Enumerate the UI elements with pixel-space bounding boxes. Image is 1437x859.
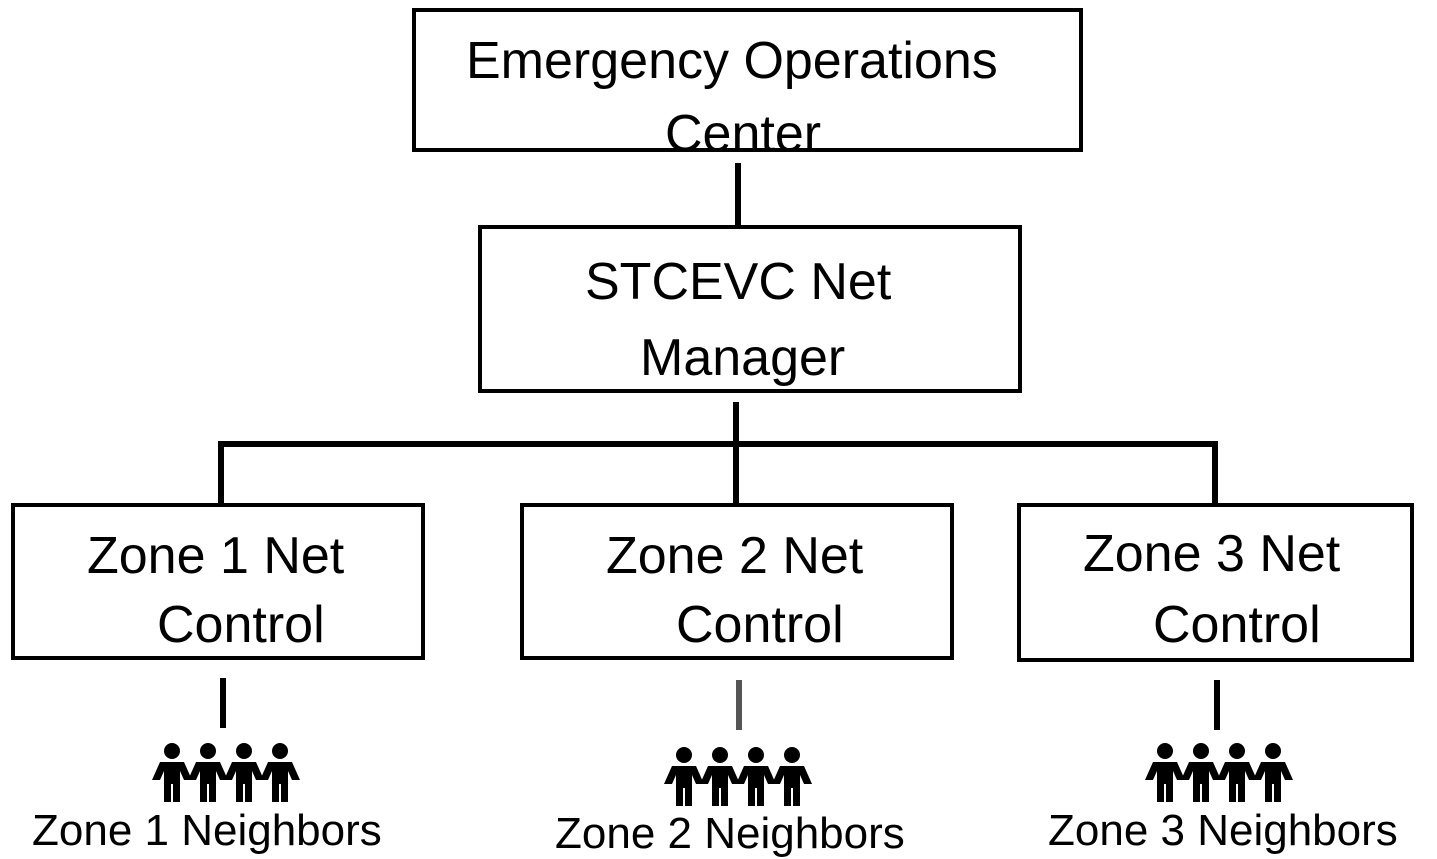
net-manager-line1: STCEVC Net xyxy=(585,253,892,311)
zone1-line2: Control xyxy=(157,596,325,654)
zone3-line1: Zone 3 Net xyxy=(1083,525,1341,583)
connector-horizontal-bus xyxy=(218,441,1218,447)
zone2-line2: Control xyxy=(676,596,844,654)
connector-eoc-manager xyxy=(735,163,741,229)
people-group-icon xyxy=(664,747,812,806)
zone3-net-control-box xyxy=(1017,503,1414,662)
connector-zone1-neighbors xyxy=(220,678,226,728)
net-manager-line2: Manager xyxy=(640,329,846,387)
zone3-neighbors-label: Zone 3 Neighbors xyxy=(1048,806,1398,855)
zone1-line1: Zone 1 Net xyxy=(87,527,345,585)
connector-manager-bus xyxy=(733,402,739,506)
eoc-box xyxy=(412,8,1083,152)
zone3-line2: Control xyxy=(1153,596,1321,654)
connector-zone3-neighbors xyxy=(1214,680,1220,730)
zone2-net-control-box xyxy=(520,503,954,660)
zone2-neighbors-label: Zone 2 Neighbors xyxy=(555,809,905,858)
connector-bus-zone1 xyxy=(218,441,224,506)
zone2-line1: Zone 2 Net xyxy=(606,527,864,585)
zone1-net-control-box xyxy=(11,503,425,660)
connector-zone2-neighbors xyxy=(736,680,742,730)
eoc-title-line2: Center xyxy=(665,105,822,163)
people-group-icon xyxy=(152,743,300,802)
zone1-neighbors-label: Zone 1 Neighbors xyxy=(32,806,382,855)
net-manager-box xyxy=(478,225,1022,393)
people-group-icon xyxy=(1145,743,1293,802)
eoc-title-line1: Emergency Operations xyxy=(466,32,998,90)
connector-bus-zone3 xyxy=(1212,441,1218,508)
